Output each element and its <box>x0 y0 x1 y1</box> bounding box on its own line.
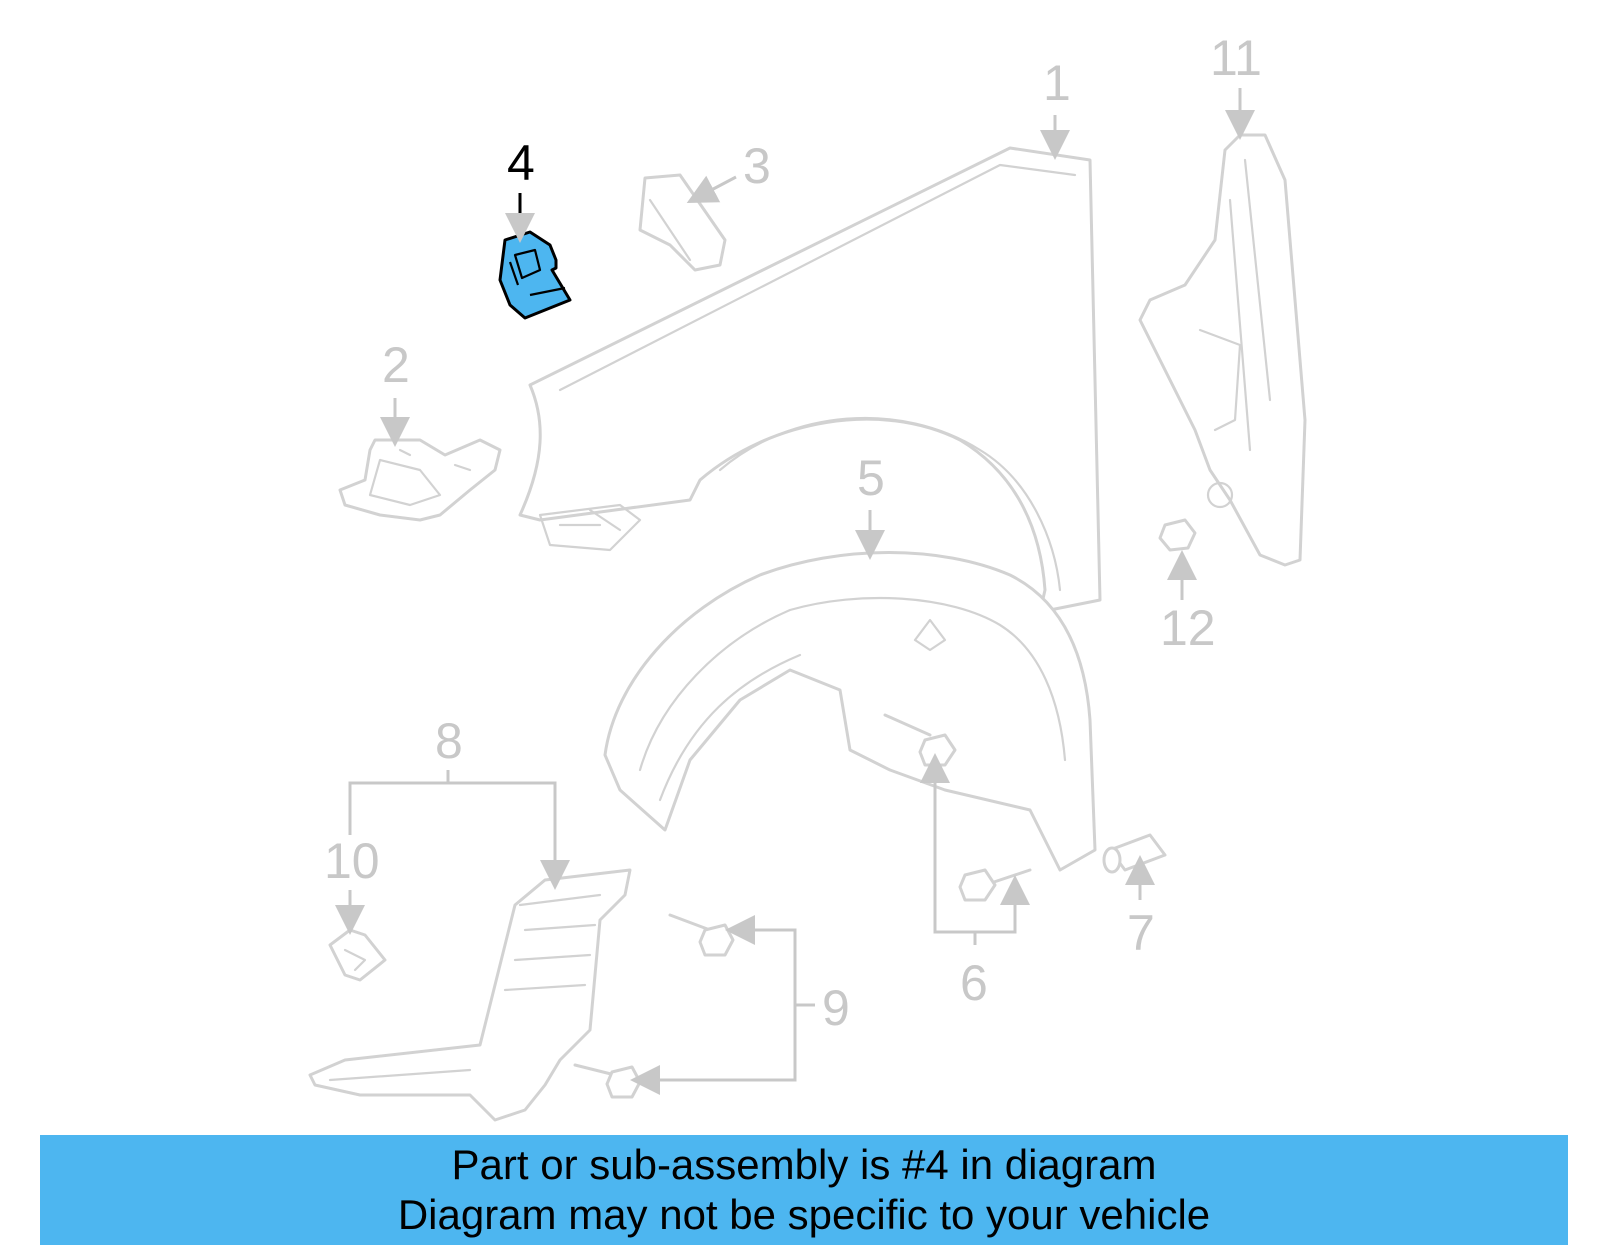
part-12-nut[interactable] <box>1158 518 1197 552</box>
banner-line-1: Part or sub-assembly is #4 in diagram <box>451 1141 1157 1188</box>
part-8-splash-shield[interactable] <box>308 868 632 1122</box>
callout-labels: 1 2 3 4 5 6 7 8 9 10 11 12 <box>324 30 1262 1036</box>
callout-1[interactable]: 1 <box>1043 55 1071 111</box>
callout-3[interactable]: 3 <box>743 138 771 194</box>
part-2-bracket[interactable] <box>338 438 502 522</box>
callout-12[interactable]: 12 <box>1160 600 1216 656</box>
info-banner: Part or sub-assembly is #4 in diagram Di… <box>40 1135 1568 1245</box>
part-10-clip[interactable] <box>328 928 387 982</box>
callout-10[interactable]: 10 <box>324 833 380 889</box>
callout-7[interactable]: 7 <box>1127 905 1155 961</box>
banner-line-2: Diagram may not be specific to your vehi… <box>397 1191 1211 1238</box>
callout-4[interactable]: 4 <box>507 135 535 191</box>
callout-2[interactable]: 2 <box>382 337 410 393</box>
part-11-lamp[interactable] <box>1138 133 1307 567</box>
callout-6[interactable]: 6 <box>960 955 988 1011</box>
part-5-fender-liner[interactable] <box>603 551 1097 872</box>
callout-8[interactable]: 8 <box>435 713 463 769</box>
part-7-clip[interactable] <box>1102 833 1167 874</box>
part-1-fender[interactable] <box>518 146 1102 614</box>
callout-9[interactable]: 9 <box>822 980 850 1036</box>
callout-5[interactable]: 5 <box>857 450 885 506</box>
leader-lines <box>335 88 1255 1095</box>
part-4-bracket-highlighted[interactable] <box>498 230 572 320</box>
callout-11[interactable]: 11 <box>1210 30 1262 86</box>
